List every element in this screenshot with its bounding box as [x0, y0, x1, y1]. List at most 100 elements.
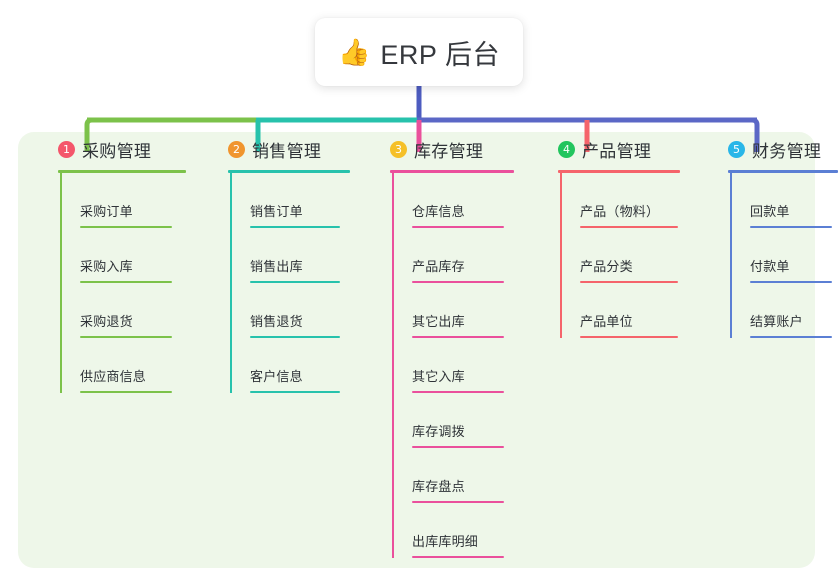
leaf-node-underline — [580, 226, 678, 228]
leaf-node-underline — [580, 281, 678, 283]
column-header-1[interactable]: 1 采购管理 — [38, 132, 186, 166]
leaf-node-label: 销售订单 — [250, 204, 303, 219]
thumbs-up-icon: 👍 — [338, 37, 371, 67]
leaf-node-underline — [80, 336, 172, 338]
leaf-node-underline — [580, 336, 678, 338]
leaf-node-label: 产品单位 — [580, 314, 633, 329]
leaf-node-label: 客户信息 — [250, 369, 303, 384]
column-title-3: 库存管理 — [414, 141, 484, 161]
column-title-4: 产品管理 — [582, 141, 652, 161]
leaf-node-underline — [412, 281, 504, 283]
leaf-node-label: 销售退货 — [250, 314, 303, 329]
leaf-node-label: 采购订单 — [80, 204, 133, 219]
column-header-4[interactable]: 4 产品管理 — [538, 132, 680, 166]
leaf-node-underline — [80, 281, 172, 283]
leaf-node[interactable]: 仓库信息 — [392, 173, 514, 228]
leaf-node[interactable]: 销售退货 — [230, 283, 350, 338]
leaf-node-label: 库存盘点 — [412, 479, 465, 494]
leaf-node-label: 供应商信息 — [80, 369, 147, 384]
leaf-node[interactable]: 采购入库 — [60, 228, 186, 283]
column-2: 2 销售管理销售订单销售出库销售退货客户信息 — [208, 132, 350, 393]
leaf-node-underline — [250, 281, 340, 283]
leaf-node-underline — [412, 556, 504, 558]
column-underline-2 — [228, 170, 350, 173]
leaf-node[interactable]: 销售订单 — [230, 173, 350, 228]
leaf-node-underline — [80, 226, 172, 228]
leaf-node[interactable]: 回款单 — [730, 173, 838, 228]
leaf-node-underline — [750, 281, 832, 283]
leaf-node-underline — [412, 501, 504, 503]
leaf-node-label: 产品（物料） — [580, 204, 660, 219]
column-spine-2 — [230, 173, 232, 393]
leaf-node-underline — [412, 226, 504, 228]
column-badge-2: 2 — [228, 140, 245, 158]
column-spine-3 — [392, 173, 394, 558]
leaf-node-underline — [250, 336, 340, 338]
leaf-node-label: 结算账户 — [750, 314, 803, 329]
column-spine-5 — [730, 173, 732, 338]
column-underline-1 — [58, 170, 186, 173]
column-1: 1 采购管理采购订单采购入库采购退货供应商信息 — [38, 132, 186, 393]
column-badge-3: 3 — [390, 140, 407, 158]
leaf-node[interactable]: 库存调拨 — [392, 393, 514, 448]
leaf-node[interactable]: 其它入库 — [392, 338, 514, 393]
leaf-node[interactable]: 采购退货 — [60, 283, 186, 338]
column-title-1: 采购管理 — [82, 141, 152, 161]
leaf-node-underline — [250, 226, 340, 228]
leaf-node[interactable]: 客户信息 — [230, 338, 350, 393]
leaf-node-label: 付款单 — [750, 259, 790, 274]
leaf-node-label: 其它入库 — [412, 369, 465, 384]
column-underline-4 — [558, 170, 680, 173]
diagram-panel — [18, 132, 815, 568]
column-header-2[interactable]: 2 销售管理 — [208, 132, 350, 166]
leaf-node-label: 采购入库 — [80, 259, 133, 274]
leaf-node-label: 销售出库 — [250, 259, 303, 274]
column-underline-3 — [390, 170, 514, 173]
leaf-node-label: 其它出库 — [412, 314, 465, 329]
leaf-node[interactable]: 付款单 — [730, 228, 838, 283]
column-underline-5 — [728, 170, 838, 173]
leaf-node-label: 产品分类 — [580, 259, 633, 274]
column-title-2: 销售管理 — [252, 141, 322, 161]
leaf-node-label: 库存调拨 — [412, 424, 465, 439]
column-4: 4 产品管理产品（物料） 产品分类产品单位 — [538, 132, 680, 338]
leaf-node-underline — [750, 226, 832, 228]
leaf-node-underline — [412, 446, 504, 448]
column-items-2: 销售订单销售出库销售退货客户信息 — [208, 173, 350, 393]
column-badge-5: 5 — [728, 140, 745, 158]
column-items-4: 产品（物料） 产品分类产品单位 — [538, 173, 680, 338]
root-node-card[interactable]: 👍 ERP 后台 — [315, 18, 523, 86]
leaf-node[interactable]: 产品分类 — [560, 228, 680, 283]
leaf-node-label: 回款单 — [750, 204, 790, 219]
leaf-node[interactable]: 供应商信息 — [60, 338, 186, 393]
root-node-label: ERP 后台 — [380, 39, 500, 70]
leaf-node[interactable]: 库存盘点 — [392, 448, 514, 503]
leaf-node[interactable]: 销售出库 — [230, 228, 350, 283]
leaf-node[interactable]: 产品单位 — [560, 283, 680, 338]
leaf-node-underline — [750, 336, 832, 338]
leaf-node-label: 产品库存 — [412, 259, 465, 274]
leaf-node[interactable]: 采购订单 — [60, 173, 186, 228]
column-header-3[interactable]: 3 库存管理 — [370, 132, 514, 166]
column-spine-4 — [560, 173, 562, 338]
leaf-node-label: 出库库明细 — [412, 534, 479, 549]
column-3: 3 库存管理仓库信息产品库存其它出库其它入库库存调拨库存盘点出库库明细 — [370, 132, 514, 558]
column-container: 1 采购管理采购订单采购入库采购退货供应商信息 2 销售管理销售订单销售出库销售退货客… — [18, 132, 838, 568]
column-badge-4: 4 — [558, 140, 575, 158]
column-items-1: 采购订单采购入库采购退货供应商信息 — [38, 173, 186, 393]
leaf-node[interactable]: 出库库明细 — [392, 503, 514, 558]
leaf-node-underline — [250, 391, 340, 393]
column-badge-1: 1 — [58, 140, 75, 158]
leaf-node-label: 仓库信息 — [412, 204, 465, 219]
leaf-node[interactable]: 结算账户 — [730, 283, 838, 338]
leaf-node-underline — [412, 336, 504, 338]
column-items-5: 回款单付款单结算账户 — [708, 173, 838, 338]
column-spine-1 — [60, 173, 62, 393]
leaf-node[interactable]: 产品库存 — [392, 228, 514, 283]
column-items-3: 仓库信息产品库存其它出库其它入库库存调拨库存盘点出库库明细 — [370, 173, 514, 558]
leaf-node[interactable]: 其它出库 — [392, 283, 514, 338]
leaf-node-underline — [80, 391, 172, 393]
leaf-node[interactable]: 产品（物料） — [560, 173, 680, 228]
